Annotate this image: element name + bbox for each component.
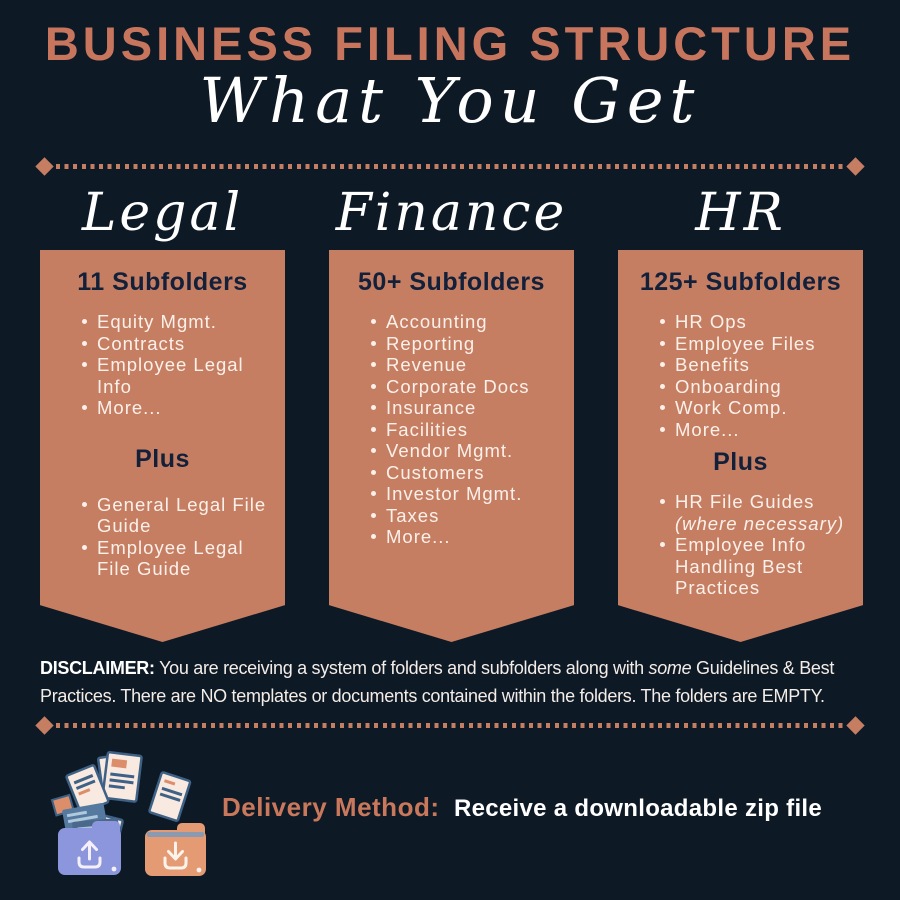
dotted-line bbox=[56, 722, 844, 728]
disclaimer-italic-word: some bbox=[648, 658, 692, 678]
dotted-divider-top bbox=[35, 156, 865, 176]
list-item: HR Ops bbox=[660, 311, 851, 333]
diamond-icon bbox=[846, 156, 865, 176]
legal-plus-heading: Plus bbox=[135, 444, 190, 473]
download-folder-icon bbox=[145, 823, 206, 876]
list-item: Facilities bbox=[371, 419, 562, 441]
banner-finance: 50+ Subfolders Accounting Reporting Reve… bbox=[329, 250, 574, 642]
list-item: More... bbox=[82, 397, 273, 419]
list-item: Taxes bbox=[371, 505, 562, 527]
column-legal: Legal 11 Subfolders Equity Mgmt. Contrac… bbox=[40, 176, 285, 642]
list-item: Contracts bbox=[82, 333, 273, 355]
page-subtitle: What You Get bbox=[199, 64, 701, 137]
document-icon bbox=[148, 771, 192, 822]
legal-plus-list: General Legal File Guide Employee Legal … bbox=[52, 494, 273, 580]
page-title: BUSINESS FILING STRUCTURE bbox=[44, 17, 856, 70]
list-item: Insurance bbox=[371, 397, 562, 419]
list-item: Corporate Docs bbox=[371, 376, 562, 398]
delivery-method-label: Delivery Method: bbox=[222, 792, 440, 822]
columns-row: Legal 11 Subfolders Equity Mgmt. Contrac… bbox=[40, 176, 863, 642]
list-item: Employee Info Handling Best Practices bbox=[660, 534, 851, 599]
diamond-icon bbox=[35, 156, 54, 176]
list-item: Reporting bbox=[371, 333, 562, 355]
list-item: Employee Legal Info bbox=[82, 354, 273, 397]
disclaimer-text: DISCLAIMER: You are receiving a system o… bbox=[40, 654, 865, 710]
list-item: More... bbox=[371, 526, 562, 548]
legal-subfolder-count: 11 Subfolders bbox=[77, 268, 248, 296]
document-icon bbox=[101, 750, 143, 803]
delivery-method-text: Receive a downloadable zip file bbox=[453, 795, 823, 822]
upload-folder-icon bbox=[58, 821, 121, 875]
list-item: Vendor Mgmt. bbox=[371, 440, 562, 462]
diamond-icon bbox=[35, 715, 54, 735]
list-item: Onboarding bbox=[660, 376, 851, 398]
list-item: Revenue bbox=[371, 354, 562, 376]
disclaimer-body: You are receiving a system of folders an… bbox=[154, 658, 649, 678]
delivery-illustration bbox=[50, 750, 206, 876]
hr-plus-heading: Plus bbox=[713, 448, 768, 476]
list-item: Equity Mgmt. bbox=[82, 311, 273, 333]
list-item: Benefits bbox=[660, 354, 851, 376]
dotted-divider-bottom bbox=[35, 715, 865, 735]
list-item: More... bbox=[660, 419, 851, 441]
delivery-method-row: Delivery Method: Receive a downloadable … bbox=[222, 792, 822, 823]
column-hr-title: HR bbox=[695, 183, 786, 243]
hr-subfolder-count: 125+ Subfolders bbox=[639, 268, 842, 296]
banner-legal: 11 Subfolders Equity Mgmt. Contracts Emp… bbox=[40, 250, 285, 642]
finance-subfolder-list: Accounting Reporting Revenue Corporate D… bbox=[341, 311, 562, 548]
list-item: Employee Legal File Guide bbox=[82, 537, 273, 580]
hr-subfolder-list: HR Ops Employee Files Benefits Onboardin… bbox=[630, 311, 851, 440]
diamond-icon bbox=[846, 715, 865, 735]
list-item: HR File Guides (where necessary) bbox=[660, 491, 851, 534]
list-item: Employee Files bbox=[660, 333, 851, 355]
list-item: Investor Mgmt. bbox=[371, 483, 562, 505]
list-item: General Legal File Guide bbox=[82, 494, 273, 537]
disclaimer-label: DISCLAIMER: bbox=[40, 658, 155, 678]
column-hr: HR 125+ Subfolders HR Ops Employee Files… bbox=[618, 176, 863, 642]
list-item: Customers bbox=[371, 462, 562, 484]
legal-subfolder-list: Equity Mgmt. Contracts Employee Legal In… bbox=[52, 311, 273, 419]
column-finance: Finance 50+ Subfolders Accounting Report… bbox=[329, 176, 574, 642]
list-item-text: HR File Guides bbox=[675, 491, 815, 512]
finance-subfolder-count: 50+ Subfolders bbox=[358, 268, 545, 296]
column-finance-title: Finance bbox=[335, 183, 568, 243]
hr-plus-list: HR File Guides (where necessary) Employe… bbox=[630, 491, 851, 599]
dotted-line bbox=[56, 163, 844, 169]
disclaimer-body-rest: Guidelines & Best Practices. There are N… bbox=[40, 658, 835, 706]
list-item-note: (where necessary) bbox=[675, 512, 845, 534]
banner-hr: 125+ Subfolders HR Ops Employee Files Be… bbox=[618, 250, 863, 642]
column-legal-title: Legal bbox=[81, 183, 244, 243]
list-item: Work Comp. bbox=[660, 397, 851, 419]
list-item: Accounting bbox=[371, 311, 562, 333]
